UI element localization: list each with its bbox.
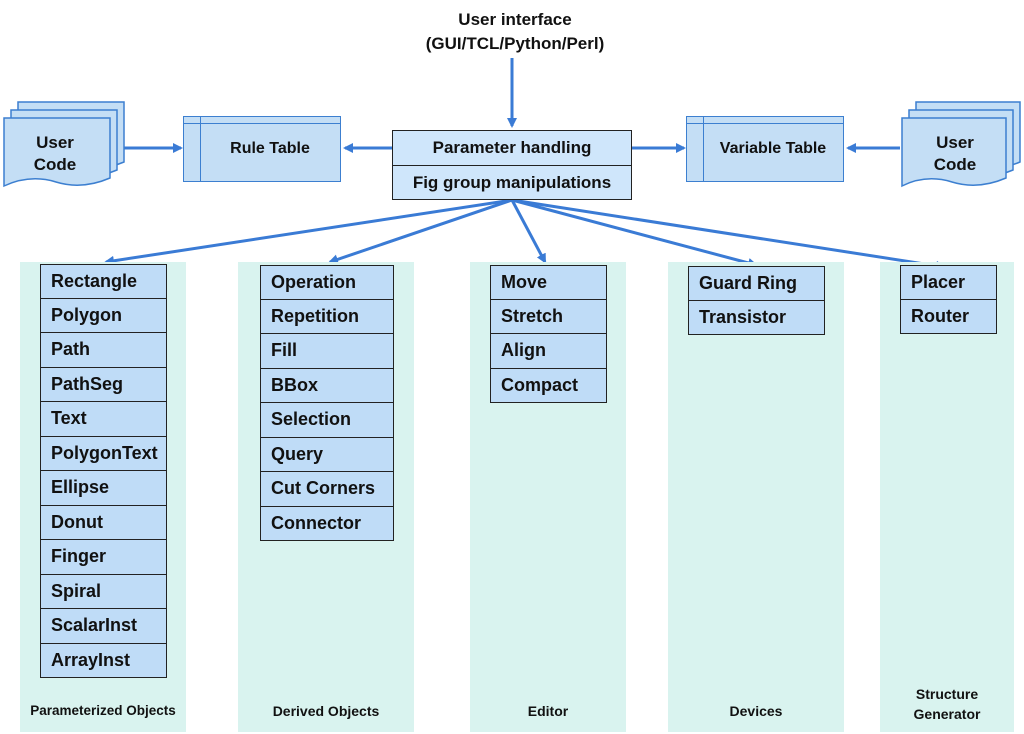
- variable-table-margin-line: [703, 117, 704, 181]
- list-item[interactable]: BBox: [260, 368, 394, 403]
- list-item[interactable]: Connector: [260, 506, 394, 541]
- list-item[interactable]: PolygonText: [40, 436, 167, 471]
- column-derived-label: Derived Objects: [272, 703, 380, 719]
- derived-list: Operation Repetition Fill BBox Selection…: [260, 265, 394, 541]
- list-item[interactable]: Stretch: [490, 299, 607, 334]
- parameter-handling-box: Parameter handling: [392, 130, 632, 166]
- list-item[interactable]: Selection: [260, 403, 394, 438]
- structure-list: Placer Router: [900, 265, 997, 334]
- variable-table-label: Variable Table: [719, 140, 827, 157]
- arrow-to-devices: [511, 198, 758, 268]
- list-item[interactable]: Query: [260, 437, 394, 472]
- user-code-right-line2: Code: [933, 155, 977, 174]
- user-code-doc-right-icon: [901, 101, 1021, 188]
- list-item[interactable]: Ellipse: [40, 471, 167, 506]
- column-devices: Devices: [668, 262, 844, 732]
- user-code-left-line1: User: [36, 133, 74, 152]
- list-item[interactable]: Cut Corners: [260, 472, 394, 507]
- arrow-to-derived: [328, 198, 513, 265]
- rule-table: Rule Table: [183, 116, 341, 182]
- list-item[interactable]: Move: [490, 265, 607, 300]
- list-item[interactable]: Spiral: [40, 574, 167, 609]
- list-item[interactable]: ScalarInst: [40, 609, 167, 644]
- parameter-handling-label: Parameter handling: [432, 138, 592, 157]
- user-code-left-label: User Code: [10, 132, 100, 176]
- user-code-doc-left-icon: [3, 101, 125, 188]
- column-structure-label-line1: Structure: [915, 686, 979, 702]
- variable-table-header-line: [687, 123, 843, 124]
- list-item[interactable]: Guard Ring: [688, 266, 825, 301]
- list-item[interactable]: Placer: [900, 265, 997, 300]
- fig-group-label: Fig group manipulations: [412, 173, 612, 192]
- fig-group-box: Fig group manipulations: [392, 165, 632, 200]
- list-item[interactable]: Align: [490, 334, 607, 369]
- list-item[interactable]: Compact: [490, 368, 607, 403]
- column-editor-label: Editor: [527, 703, 569, 719]
- column-structure-label-line2: Generator: [913, 706, 981, 722]
- rule-table-label: Rule Table: [230, 140, 310, 157]
- column-parameterized-label: Parameterized Objects: [30, 703, 176, 718]
- user-code-right-label: User Code: [910, 132, 1000, 176]
- list-item[interactable]: Repetition: [260, 299, 394, 334]
- rule-table-header-line: [184, 123, 340, 124]
- variable-table: Variable Table: [686, 116, 844, 182]
- column-devices-label: Devices: [729, 703, 783, 719]
- column-structure-label: Structure Generator: [880, 684, 1014, 724]
- list-item[interactable]: Polygon: [40, 298, 167, 333]
- list-item[interactable]: Rectangle: [40, 264, 167, 299]
- user-interface-title: User interface (GUI/TCL/Python/Perl): [380, 8, 650, 56]
- arrow-to-parameterized: [104, 198, 513, 266]
- title-line-2: (GUI/TCL/Python/Perl): [425, 34, 605, 53]
- list-item[interactable]: PathSeg: [40, 367, 167, 402]
- list-item[interactable]: Operation: [260, 265, 394, 300]
- list-item[interactable]: Router: [900, 299, 997, 334]
- user-code-left-line2: Code: [33, 155, 77, 174]
- arrow-to-editor: [510, 199, 547, 264]
- list-item[interactable]: Fill: [260, 334, 394, 369]
- editor-list: Move Stretch Align Compact: [490, 265, 607, 403]
- parameterized-list: Rectangle Polygon Path PathSeg Text Poly…: [40, 264, 167, 678]
- rule-table-margin-line: [200, 117, 201, 181]
- list-item[interactable]: Finger: [40, 540, 167, 575]
- list-item[interactable]: Path: [40, 333, 167, 368]
- list-item[interactable]: ArrayInst: [40, 643, 167, 678]
- column-structure-generator: Structure Generator: [880, 262, 1014, 732]
- list-item[interactable]: Text: [40, 402, 167, 437]
- list-item[interactable]: Donut: [40, 505, 167, 540]
- devices-list: Guard Ring Transistor: [688, 266, 825, 335]
- list-item[interactable]: Transistor: [688, 300, 825, 335]
- arrow-to-structure: [511, 198, 946, 271]
- title-line-1: User interface: [458, 10, 572, 29]
- user-code-right-line1: User: [936, 133, 974, 152]
